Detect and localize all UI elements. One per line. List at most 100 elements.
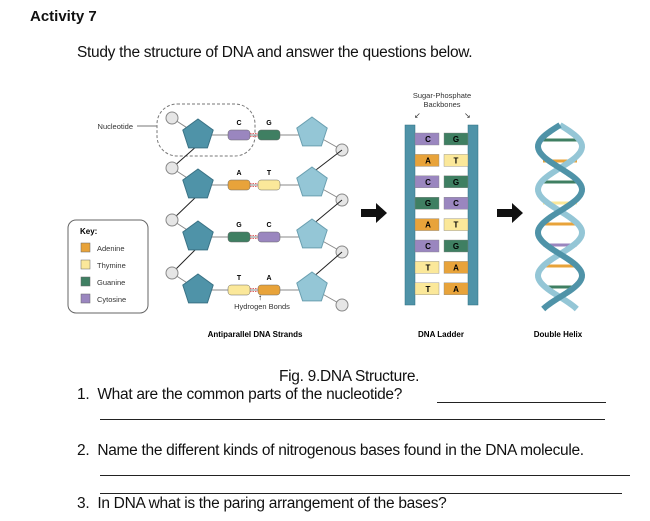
figure-caption: Fig. 9.DNA Structure. xyxy=(279,368,420,385)
phosphate-icon xyxy=(165,213,179,227)
key-label: Adenine xyxy=(97,244,125,253)
question-text: What are the common parts of the nucleot… xyxy=(97,386,403,403)
panel-label-helix: Double Helix xyxy=(534,330,583,339)
key-title: Key: xyxy=(80,227,97,236)
base-letter: G xyxy=(236,222,242,229)
base-letter: T xyxy=(267,170,272,177)
rung-base-T xyxy=(443,154,469,167)
base-letter: T xyxy=(426,263,431,272)
key-label: Thymine xyxy=(97,261,126,270)
rung-base-G xyxy=(443,175,469,189)
base-letter: A xyxy=(266,275,271,282)
base-letter: C xyxy=(236,120,241,127)
base-letter: T xyxy=(454,221,459,230)
question-number: 3. xyxy=(77,495,90,512)
question-1: 1. What are the common parts of the nucl… xyxy=(77,386,402,404)
base-G xyxy=(227,231,251,243)
answer-line[interactable] xyxy=(100,419,605,420)
base-A xyxy=(257,284,281,296)
sugar-pentagon-icon xyxy=(296,271,328,302)
base-letter: C xyxy=(425,242,431,251)
base-letter: C xyxy=(453,199,459,208)
rung-base-C xyxy=(443,196,469,210)
rung-base-C xyxy=(414,175,440,189)
base-letter: C xyxy=(425,178,431,187)
base-letter: T xyxy=(454,156,459,165)
base-letter: C xyxy=(266,222,271,229)
arrow-right-icon xyxy=(497,203,523,223)
sugar-pentagon-icon xyxy=(182,220,214,251)
rung-base-T xyxy=(414,261,440,274)
rung-base-A xyxy=(414,218,440,231)
base-letter: A xyxy=(425,156,431,165)
arrow-right-icon xyxy=(361,203,387,223)
rung-base-G xyxy=(443,132,469,146)
base-letter: T xyxy=(237,275,242,282)
phosphate-icon xyxy=(165,266,179,280)
base-letter: G xyxy=(453,135,459,144)
nucleotide-outline xyxy=(156,103,256,157)
sugar-pentagon-icon xyxy=(182,168,214,199)
backbone-label-2: Backbones xyxy=(423,100,460,109)
base-T xyxy=(227,284,251,296)
rung-base-A xyxy=(443,282,469,295)
key-label: Guanine xyxy=(97,278,125,287)
activity-heading: Activity 7 xyxy=(30,8,97,25)
svg-text:↘: ↘ xyxy=(464,111,471,120)
ladder-right-backbone xyxy=(467,124,479,306)
svg-text:↙: ↙ xyxy=(414,111,421,120)
sugar-pentagon-icon xyxy=(182,273,214,304)
base-G xyxy=(257,129,281,141)
base-letter: G xyxy=(425,199,431,208)
base-T xyxy=(257,179,281,191)
base-letter: A xyxy=(425,221,431,230)
sugar-pentagon-icon xyxy=(296,218,328,249)
base-A xyxy=(227,179,251,191)
base-letter: G xyxy=(453,178,459,187)
key-swatch-thymine xyxy=(80,259,91,270)
base-letter: A xyxy=(453,263,459,272)
key-label: Cytosine xyxy=(97,295,126,304)
answer-line[interactable] xyxy=(100,493,622,494)
question-3: 3. In DNA what is the paring arrangement… xyxy=(77,495,447,513)
rung-base-C xyxy=(414,132,440,146)
rung-base-G xyxy=(443,239,469,253)
question-number: 2. xyxy=(77,442,90,459)
helix-strand xyxy=(534,122,586,312)
key-swatch-adenine xyxy=(80,242,91,253)
sugar-pentagon-icon xyxy=(182,118,214,149)
ladder-left-backbone xyxy=(404,124,416,306)
question-text: In DNA what is the paring arrangement of… xyxy=(97,495,447,512)
base-C xyxy=(227,129,251,141)
nucleotide-label: Nucleotide xyxy=(98,122,133,131)
question-2: 2. Name the different kinds of nitrogeno… xyxy=(77,442,584,460)
base-letter: G xyxy=(453,242,459,251)
sugar-pentagon-icon xyxy=(296,166,328,197)
rung-base-C xyxy=(414,239,440,253)
phosphate-icon xyxy=(165,111,179,125)
hydrogen-bonds-arrow: ↑ xyxy=(258,293,262,302)
base-letter: T xyxy=(426,285,431,294)
answer-line[interactable] xyxy=(437,402,606,403)
question-number: 1. xyxy=(77,386,90,403)
answer-line[interactable] xyxy=(100,475,630,476)
hydrogen-bonds-label: Hydrogen Bonds xyxy=(234,302,290,311)
rung-base-A xyxy=(443,261,469,274)
phosphate-icon xyxy=(335,298,349,312)
rung-base-T xyxy=(443,218,469,231)
backbone-label: Sugar-Phosphate xyxy=(413,91,471,100)
panel-label-strands: Antiparallel DNA Strands xyxy=(208,330,303,339)
double-helix xyxy=(534,122,586,312)
rung-base-G xyxy=(414,196,440,210)
question-text: Name the different kinds of nitrogenous … xyxy=(97,442,584,459)
base-letter: A xyxy=(453,285,459,294)
base-letter: A xyxy=(236,170,241,177)
key-swatch-guanine xyxy=(80,276,91,287)
key-swatch-cytosine xyxy=(80,293,91,304)
rung-base-A xyxy=(414,154,440,167)
